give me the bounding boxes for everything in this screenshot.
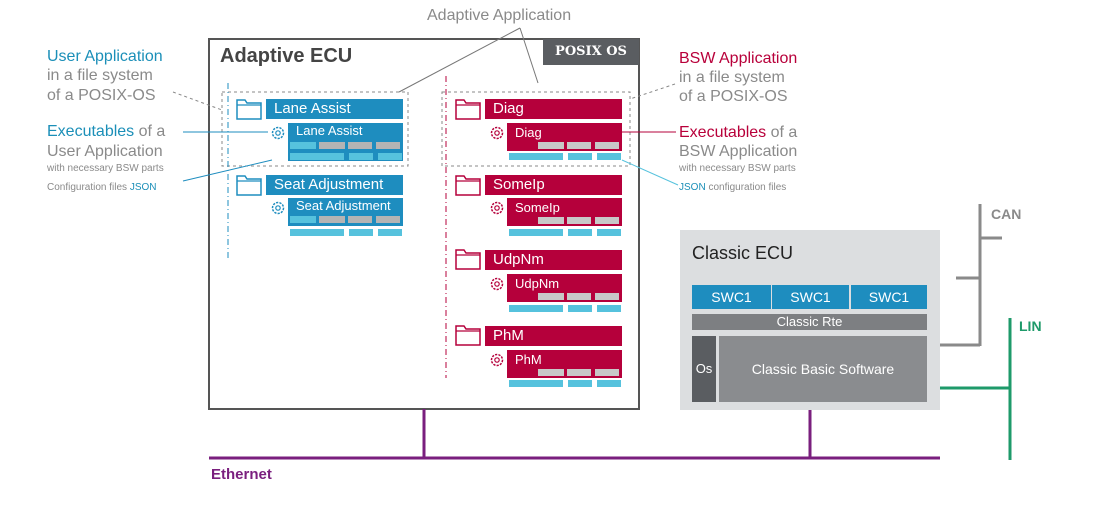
folder-icon: [455, 249, 481, 270]
user-app-dashed-box: [221, 91, 409, 167]
adaptive-app-pointer-left: [398, 27, 521, 93]
folder-icon: [455, 325, 481, 346]
config-bar: [290, 229, 344, 236]
exe-seat-adjustment-box: Seat Adjustment: [288, 198, 403, 226]
adaptive-application-label: Adaptive Application: [427, 7, 572, 24]
config-bar: [568, 380, 592, 387]
classic-rte[interactable]: Classic Rte: [692, 314, 927, 330]
gear-icon: [490, 126, 504, 140]
os-box[interactable]: Os: [692, 336, 716, 402]
config-bar: [568, 305, 592, 312]
gear-icon: [490, 201, 504, 215]
posix-os-badge: POSIX OS: [543, 39, 639, 65]
config-bar: [290, 153, 344, 160]
classic-ecu-title: Classic ECU: [692, 243, 794, 263]
gear-icon: [271, 201, 285, 215]
user-config-note: Configuration files JSON: [47, 182, 157, 193]
config-bar: [509, 229, 563, 236]
user-app-note-1: User Application: [47, 48, 163, 65]
ethernet-label: Ethernet: [211, 466, 272, 483]
user-exe-note-2: User Application: [47, 143, 163, 160]
classic-basic-software[interactable]: Classic Basic Software: [719, 336, 927, 402]
exe-udpnm-box: UdpNm: [507, 274, 622, 302]
folder-phm[interactable]: PhM: [485, 326, 622, 346]
lin-label: LIN: [1019, 318, 1042, 334]
config-bar: [378, 229, 402, 236]
gear-icon: [490, 353, 504, 367]
user-exe-note: Executables of a: [47, 123, 166, 140]
bsw-app-note-1: BSW Application: [679, 50, 798, 67]
exe-udpnm[interactable]: UdpNm: [515, 276, 560, 291]
folder-someip[interactable]: SomeIp: [485, 175, 622, 195]
exe-diag-box: Diag: [507, 123, 622, 151]
config-bar: [597, 305, 621, 312]
exe-phm-box: PhM: [507, 350, 622, 378]
bsw-config-note: JSON configuration files: [679, 182, 787, 193]
config-bar: [597, 229, 621, 236]
adaptive-app-pointer-right: [519, 27, 539, 84]
exe-someip[interactable]: SomeIp: [515, 200, 560, 215]
config-bar: [349, 153, 373, 160]
bsw-exe-note-2: BSW Application: [679, 143, 798, 160]
gear-icon: [271, 126, 285, 140]
folder-diag[interactable]: Diag: [485, 99, 622, 119]
config-bar: [349, 229, 373, 236]
folder-seat-adjustment[interactable]: Seat Adjustment: [266, 175, 403, 195]
swc-box[interactable]: SWC1: [692, 285, 771, 309]
folder-udpnm[interactable]: UdpNm: [485, 250, 622, 270]
folder-icon: [455, 99, 481, 120]
bsw-app-note-3: of a POSIX-OS: [679, 88, 788, 105]
config-bar: [509, 380, 563, 387]
config-bar: [597, 153, 621, 160]
config-bar: [568, 229, 592, 236]
exe-seat-adjustment[interactable]: Seat Adjustment: [296, 198, 391, 213]
bsw-app-note-2: in a file system: [679, 69, 785, 86]
adaptive-ecu-title: Adaptive ECU: [220, 45, 353, 67]
user-app-note-3: of a POSIX-OS: [47, 87, 156, 104]
user-app-note-2: in a file system: [47, 67, 153, 84]
folder-icon: [455, 175, 481, 196]
exe-diag[interactable]: Diag: [515, 125, 542, 140]
config-bar: [597, 380, 621, 387]
folder-icon: [236, 99, 262, 120]
exe-lane-assist[interactable]: Lane Assist: [296, 123, 363, 138]
gear-icon: [490, 277, 504, 291]
can-label: CAN: [991, 206, 1022, 222]
config-bar: [509, 153, 563, 160]
folder-lane-assist[interactable]: Lane Assist: [266, 99, 403, 119]
swc-box[interactable]: SWC1: [851, 285, 927, 309]
bsw-exe-note: Executables of a: [679, 124, 798, 141]
bsw-app-dashed-box: [441, 91, 631, 167]
folder-icon: [236, 175, 262, 196]
config-bar: [509, 305, 563, 312]
bsw-exe-note-3: with necessary BSW parts: [679, 163, 796, 174]
exe-phm[interactable]: PhM: [515, 352, 542, 367]
swc-box[interactable]: SWC1: [772, 285, 849, 309]
config-bar: [568, 153, 592, 160]
exe-someip-box: SomeIp: [507, 198, 622, 226]
config-bar: [378, 153, 402, 160]
user-exe-note-3: with necessary BSW parts: [47, 163, 164, 174]
